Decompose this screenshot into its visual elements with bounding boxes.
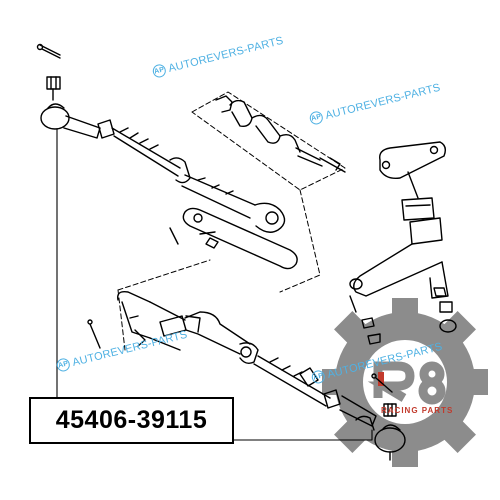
tie-rod-lower [253,355,377,431]
r8-letters [367,361,446,405]
brand-logo [322,298,488,467]
tie-rod-end-left [40,103,101,401]
cotter-pin-top [36,43,61,59]
brand-tagline: RACING PARTS [381,406,454,415]
part-number-label: 45406-39115 [29,397,234,444]
part-number-text: 45406-39115 [55,406,208,434]
adjusting-sleeve-upper [97,119,191,184]
pitman-arm [349,141,449,313]
assembly-frame [117,91,346,351]
idler-link-upper [169,207,298,270]
castle-nut-top [46,76,61,90]
relay-rod [181,174,286,233]
center-link-joint [159,311,259,365]
part-number-leader [233,429,373,441]
dust-boot [215,95,346,173]
hardware-right [361,287,457,345]
tie-rod-end-right [371,373,406,461]
